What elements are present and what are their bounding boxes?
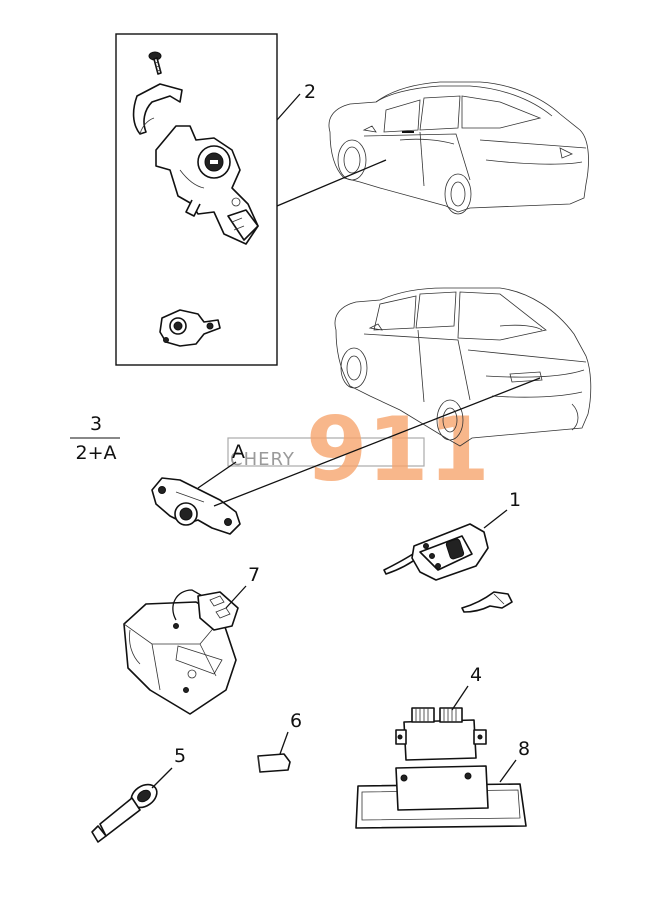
sedan-car-illustration (328, 81, 589, 215)
ignition-lock-housing-part (155, 125, 259, 245)
screw-part (148, 51, 162, 75)
callout-3-sub: 2+A (75, 442, 116, 464)
hatchback-car-illustration (334, 287, 592, 447)
callout-2: 2 (304, 81, 316, 103)
control-unit-part (395, 707, 487, 761)
watermark-brand: CHERY (230, 449, 295, 470)
small-lock-part (159, 309, 221, 347)
callout-4: 4 (470, 664, 482, 686)
item-3-label: 3 2+A (70, 413, 120, 464)
callout-8: 8 (518, 738, 530, 760)
steering-lock-module-part (123, 589, 239, 715)
leader-lines (151, 93, 541, 789)
watermark: 911 CHERY (227, 398, 490, 501)
callout-3: 3 (90, 413, 102, 435)
remote-key-part (383, 523, 489, 581)
trunk-lock-part (151, 477, 241, 535)
callout-7: 7 (248, 564, 260, 586)
clamp-shell-part (132, 83, 183, 135)
transponder-chip-part (257, 753, 291, 773)
bracket-part (355, 765, 527, 829)
watermark-number: 911 (306, 398, 490, 501)
callout-6: 6 (290, 710, 302, 732)
callout-5: 5 (174, 745, 186, 767)
lock-cylinder-part (91, 783, 158, 843)
callout-a: A (232, 441, 245, 463)
inset-frame (115, 33, 278, 366)
callout-1: 1 (509, 489, 521, 511)
mechanical-key-part (461, 591, 513, 613)
